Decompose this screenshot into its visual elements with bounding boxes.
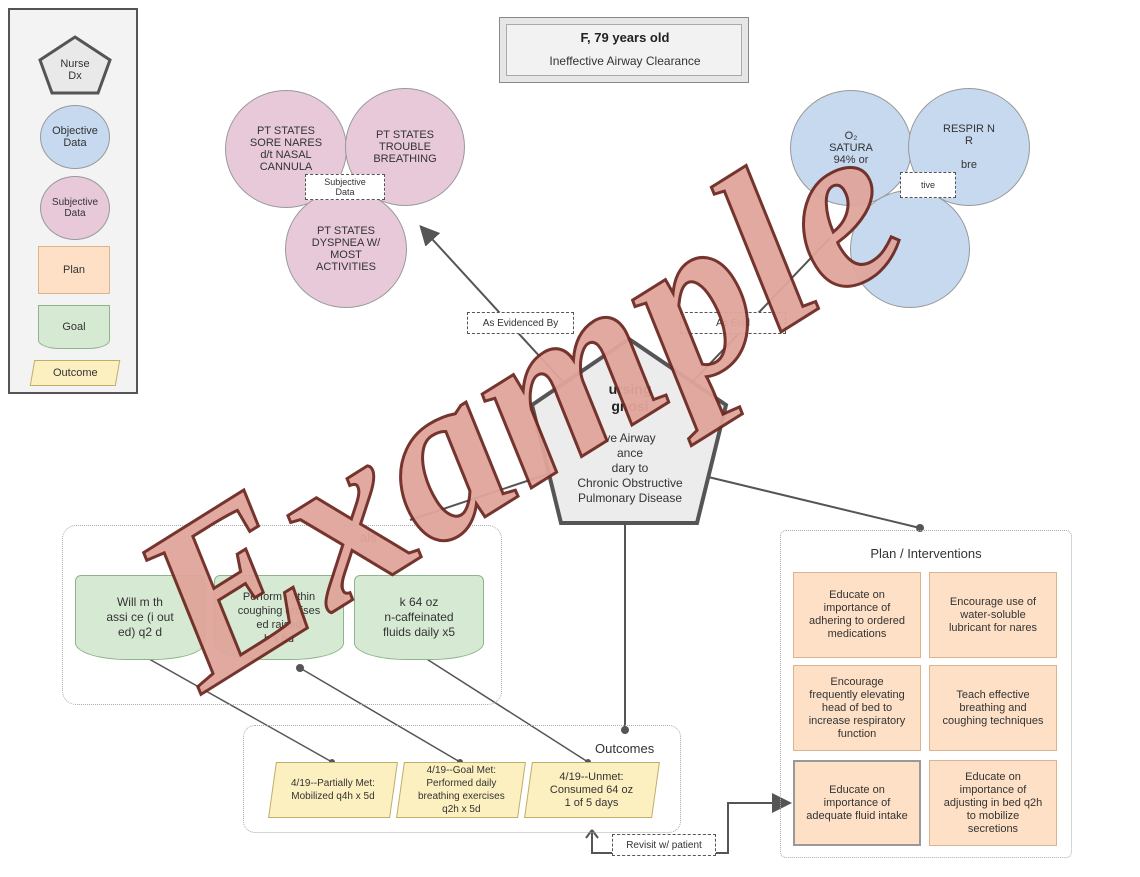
line-goal2-outcome2	[299, 667, 461, 763]
diagnosis-subtitle: Ineffective Airway Clearance	[549, 54, 701, 68]
nursing-dx-title: ursing gnosi	[608, 381, 652, 414]
pentagon-icon	[38, 35, 112, 95]
goal-1: Will m th assi ce (i out ed) q2 d	[75, 575, 205, 660]
patient-title: F, 79 years old	[580, 30, 670, 45]
goals-group	[62, 525, 502, 705]
outcomes-group	[243, 725, 681, 833]
subjective-item-3: PT STATES DYSPNEA W/ MOST ACTIVITIES	[285, 190, 407, 308]
objective-item-1: O₂ SATURA 94% or	[790, 90, 912, 206]
goal-3: k 64 oz n-caffeinated fluids daily x5	[354, 575, 484, 660]
legend-goal: Goal	[38, 305, 110, 349]
legend-plan: Plan	[38, 246, 110, 294]
plan-item-1: Educate on importance of adhering to ord…	[793, 572, 921, 658]
goal-2: Perform eathin coughing ercises ed raise…	[214, 575, 344, 660]
plan-group	[780, 530, 1072, 858]
as-evidenced-by-right: As Evid	[680, 312, 786, 334]
plan-item-2: Encourage use of water-soluble lubricant…	[929, 572, 1057, 658]
line-dx-to-plan	[699, 474, 921, 529]
plan-title: Plan / Interventions	[870, 546, 982, 561]
nursing-dx-body: ve Airway ance dary to Chronic Obstructi…	[577, 430, 683, 505]
legend-subjective: Subjective Data	[40, 176, 110, 240]
legend-objective: Objective Data	[40, 105, 110, 169]
as-evidenced-by-left: As Evidenced By	[467, 312, 574, 334]
goals-title: als	[360, 530, 377, 545]
line-goal1-outcome1	[141, 654, 333, 763]
line-dx-to-goals	[409, 469, 561, 521]
patient-header: F, 79 years old Ineffective Airway Clear…	[499, 17, 749, 83]
subjective-label: Subjective Data	[305, 174, 385, 200]
outcomes-title: Outcomes	[595, 741, 655, 756]
watermark-text: Example	[92, 73, 944, 737]
nursing-dx-pentagon	[529, 336, 729, 525]
line-revisit	[591, 793, 792, 854]
legend: Nurse Dx Objective Data Subjective Data …	[8, 8, 138, 394]
subjective-item-1: PT STATES SORE NARES d/t NASAL CANNULA	[225, 90, 347, 208]
line-goal3-outcome3	[421, 655, 589, 763]
plan-item-6: Educate on importance of adjusting in be…	[929, 760, 1057, 846]
plan-item-3: Encourage frequently elevating head of b…	[793, 665, 921, 751]
legend-nurse-dx: Nurse Dx	[60, 58, 90, 82]
line-dx-to-subjective	[419, 225, 576, 396]
objective-label: tive	[900, 172, 956, 198]
plan-item-5: Educate on importance of adequate fluid …	[793, 760, 921, 846]
objective-item-3	[850, 190, 970, 308]
plan-item-4: Teach effective breathing and coughing t…	[929, 665, 1057, 751]
revisit-label: Revisit w/ patient	[612, 834, 716, 856]
